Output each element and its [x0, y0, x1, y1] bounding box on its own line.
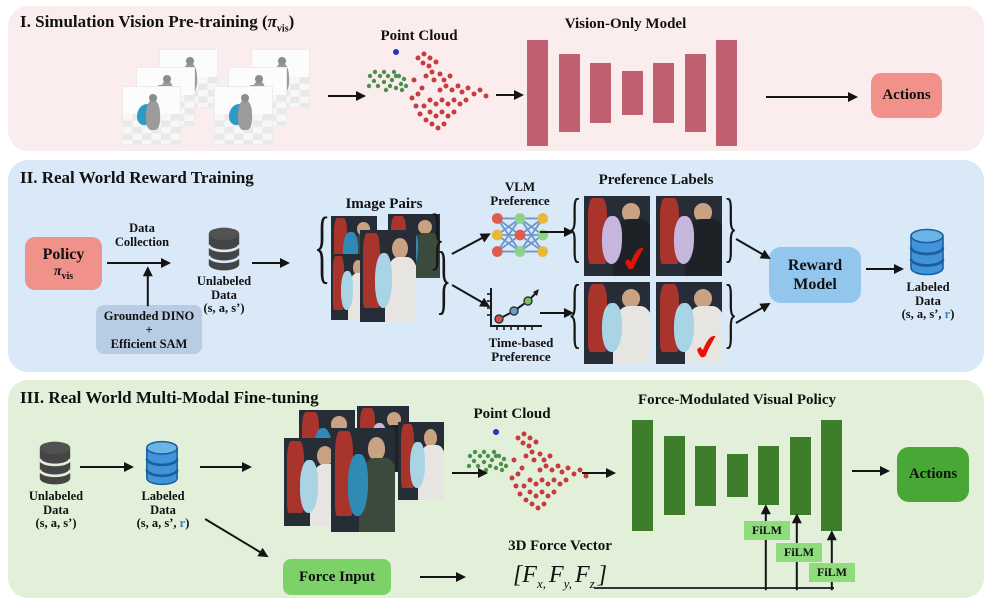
arrow-vlm-to-pref — [540, 225, 574, 238]
time-based-preference-label: Time-based Preference — [488, 335, 554, 364]
sim-frame-icon — [215, 87, 272, 144]
brace-glyph: } — [430, 201, 445, 278]
unlabeled-data-label: Unlabeled Data (s, a, s’) — [196, 274, 252, 315]
film-box: FiLM — [744, 521, 790, 540]
encoder-bars-icon — [527, 40, 737, 146]
reward-symbol: r — [944, 307, 951, 321]
photo-thumbnail: ✔ — [656, 282, 722, 364]
film-box: FiLM — [809, 563, 855, 582]
policy-box: Policy πvis — [25, 237, 102, 290]
sim-frame-icon — [123, 87, 180, 144]
photo-thumbnail — [331, 428, 395, 532]
film-arrow — [764, 506, 768, 591]
section1-title-text: I. Simulation Vision Pre-training ( — [20, 12, 268, 31]
labeled-data-label: Labeled Data (s, a, s’, r) — [901, 280, 955, 321]
point-cloud-label: Point Cloud — [380, 28, 458, 44]
database-icon-labeled — [907, 226, 947, 278]
point-cloud-label: Point Cloud — [473, 406, 551, 422]
time-plot-icon — [487, 288, 542, 330]
reward-model-box: Reward Model — [769, 247, 861, 303]
section1-title: I. Simulation Vision Pre-training (πvis) — [20, 12, 295, 35]
arrow-cloud-to-model — [496, 88, 524, 101]
brace-glyph: { — [568, 271, 582, 358]
grounded-dino-sam-box: Grounded DINO + Efficient SAM — [96, 305, 202, 354]
arrow-time-to-pref — [540, 306, 574, 319]
section3-title: III. Real World Multi-Modal Fine-tuning — [20, 388, 319, 407]
actions-box-sim: Actions — [871, 73, 942, 118]
actions-box-finetune: Actions — [897, 447, 969, 502]
brace-glyph: } — [436, 234, 452, 322]
preference-labels-title: Preference Labels — [598, 172, 714, 188]
arrow-photos-to-cloud — [452, 466, 488, 479]
reward-symbol: r — [179, 516, 186, 530]
photo-thumbnail: ✔ — [584, 196, 650, 276]
arrow-db-to-pairs — [252, 256, 290, 269]
arrow-cloud-to-policy — [582, 466, 616, 479]
film-box: FiLM — [776, 543, 822, 562]
force-vector-value: [Fx,Fy,Fz] — [512, 562, 608, 591]
pi-symbol: π — [53, 263, 62, 279]
arrow-unlabeled-to-labeled — [80, 460, 134, 473]
arrow-policy-to-db — [107, 256, 171, 269]
section2-title: II. Real World Reward Training — [20, 168, 254, 187]
photo-thumbnail — [584, 282, 650, 364]
point-cloud-icon — [366, 46, 494, 140]
brace-glyph: } — [724, 185, 738, 272]
labeled-data-label: Labeled Data (s, a, s’, r) — [136, 489, 190, 530]
photo-thumbnail — [398, 422, 444, 500]
pi-subscript: vis — [276, 23, 289, 35]
arrow-policy-to-actions — [852, 464, 890, 477]
brace-glyph: } — [724, 271, 738, 358]
arrow-force-to-vector — [420, 570, 466, 583]
arrow-grounded-up — [146, 268, 150, 307]
database-icon-labeled — [143, 438, 181, 488]
pi-symbol: π — [267, 12, 277, 31]
database-icon-unlabeled — [205, 224, 243, 274]
actions-label: Actions — [908, 466, 958, 482]
force-connection-line — [594, 587, 834, 590]
database-icon-unlabeled — [36, 438, 74, 488]
vlm-preference-label: VLM Preference — [490, 179, 550, 208]
force-input-box: Force Input — [283, 559, 391, 595]
encoder-bars-icon — [632, 420, 842, 531]
actions-label: Actions — [882, 87, 931, 103]
force-vector-title: 3D Force Vector — [508, 538, 612, 554]
policy-label: Policy — [42, 245, 85, 263]
brace-glyph: { — [568, 185, 582, 272]
arrow-reward-to-labeled — [866, 262, 904, 275]
neural-network-icon — [491, 213, 549, 257]
photo-thumbnail — [360, 230, 416, 322]
arrow-model-to-actions — [766, 90, 858, 103]
brace-glyph: { — [314, 203, 331, 293]
image-pairs-label: Image Pairs — [345, 196, 423, 212]
photo-thumbnail — [656, 196, 722, 276]
arrow-sim-to-cloud — [328, 89, 366, 102]
data-collection-label: Data Collection — [114, 221, 170, 249]
arrow-labeled-to-photos — [200, 460, 252, 473]
force-modulated-policy-label: Force-Modulated Visual Policy — [637, 392, 837, 408]
unlabeled-data-label: Unlabeled Data (s, a, s’) — [28, 489, 84, 530]
vision-only-model-label: Vision-Only Model — [564, 16, 687, 32]
